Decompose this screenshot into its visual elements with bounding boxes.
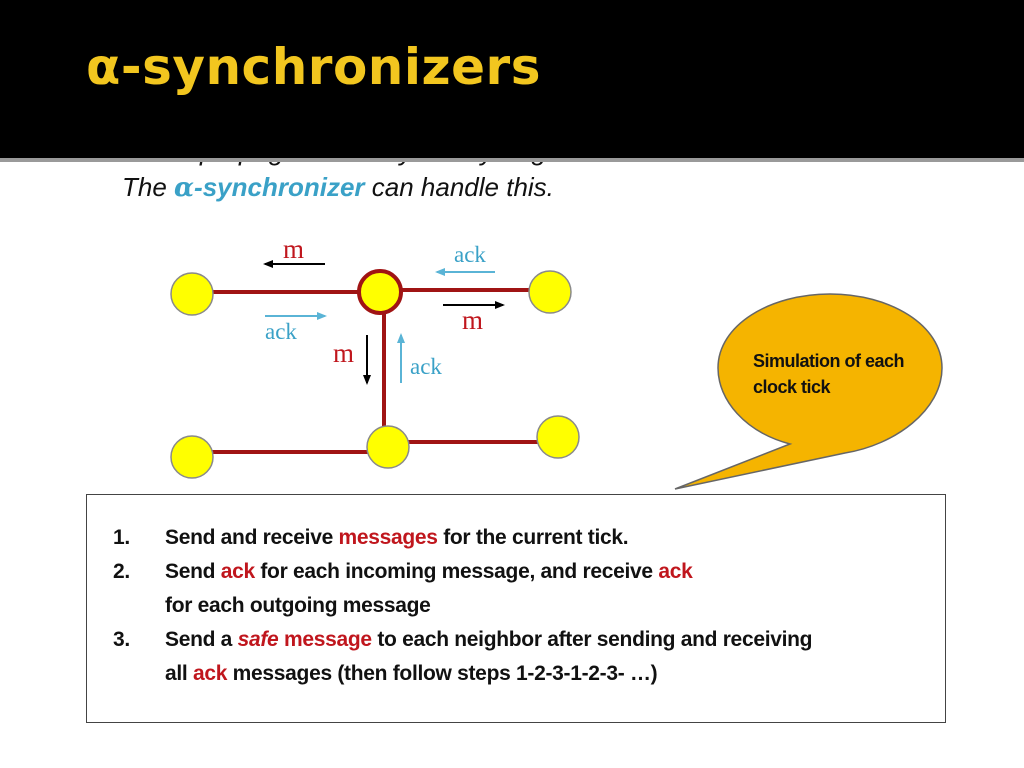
step-text: messages (then follow steps 1-2-3-1-2-3-… (227, 662, 658, 685)
step-highlight: message (278, 628, 372, 651)
step-item: 2. Send ack for each incoming message, an… (113, 555, 812, 623)
steps-list: 1. Send and receive messages for the curr… (113, 521, 813, 691)
step-text: for each incoming message, and receive (254, 560, 659, 583)
steps-box: 1. Send and receive messages for the curr… (86, 494, 946, 723)
label-ack-up: ack (410, 354, 442, 379)
label-ack-top-right: ack (454, 242, 486, 267)
step-text: to each neighbor after sending and recei… (371, 628, 813, 651)
step-item: 1. Send and receive messages for the curr… (113, 521, 812, 555)
node-bottom-center (366, 425, 410, 469)
step-text: for the current tick. (437, 526, 629, 549)
synchronizer-term: -synchronizer (194, 172, 365, 202)
step-highlight: ack (220, 560, 255, 583)
node-bottom-left (170, 435, 214, 479)
title-divider (0, 158, 1024, 162)
node-left-top (170, 272, 214, 316)
step-item: 3. Send a safe message to each neighbor a… (113, 623, 813, 691)
step-text: Send a (165, 628, 238, 651)
intro-line: The α-synchronizer can handle this. (122, 172, 554, 203)
step-highlight: ack (658, 560, 693, 583)
title-bar: α-synchronizers (0, 0, 1024, 158)
step-text: all (165, 662, 193, 685)
callout-text: Simulation of each clock tick (753, 351, 905, 397)
label-ack-left: ack (265, 319, 297, 344)
node-center (357, 269, 403, 315)
label-m-down: m (333, 338, 354, 368)
step-highlight: safe (237, 628, 279, 651)
node-right-top (528, 270, 572, 314)
step-text: Send (165, 560, 221, 583)
edges (192, 288, 558, 454)
step-text: for each outgoing message (165, 594, 431, 617)
slide-title: α-synchronizers (86, 38, 541, 96)
intro-highlight: α-synchronizer (174, 172, 365, 203)
callout-bubble (674, 293, 943, 490)
label-m-top: m (283, 234, 304, 264)
intro-suffix: can handle this. (364, 172, 554, 202)
node-bottom-right (536, 415, 580, 459)
step-number: 1. (113, 526, 130, 549)
step-number: 2. (113, 560, 130, 583)
step-highlight: ack (192, 662, 228, 685)
step-highlight: messages (338, 526, 438, 549)
step-number: 3. (113, 628, 130, 651)
label-m-right: m (462, 305, 483, 335)
alpha-symbol: α (174, 173, 195, 203)
step-text: Send and receive (165, 526, 339, 549)
intro-prefix: The (122, 172, 175, 202)
